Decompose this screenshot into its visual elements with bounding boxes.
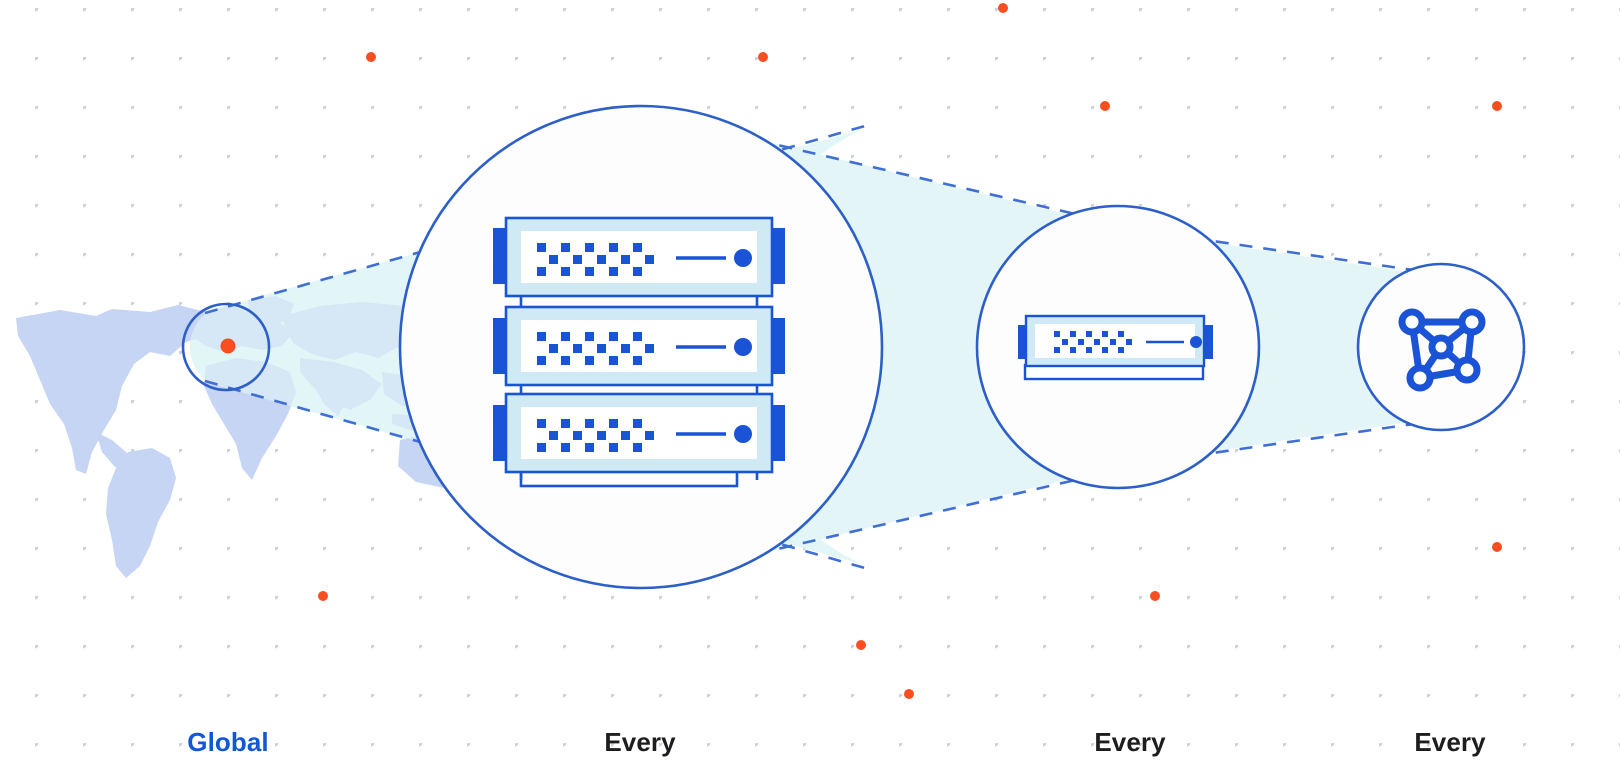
rack-unit [493, 305, 785, 387]
accent-dot-group [318, 3, 1502, 699]
stage-label-every-server: Every server [1000, 666, 1260, 782]
server-status-led [1190, 336, 1202, 348]
rack-spine-rails [519, 296, 759, 480]
rack-unit-status-led [734, 249, 752, 267]
network-node-center [1428, 334, 1454, 360]
accent-dot [1150, 591, 1160, 601]
accent-dot [758, 52, 768, 62]
network-nodes-icon [1398, 308, 1486, 392]
stage-label-every-service: Every service [1320, 666, 1580, 782]
guide-line-2-top [755, 138, 1223, 250]
data-center-circle [398, 104, 884, 590]
rack-unit [493, 216, 785, 298]
accent-dot [904, 689, 914, 699]
map-south-america [106, 448, 176, 578]
map-location-marker [220, 338, 236, 354]
network-nodes [1398, 308, 1486, 392]
stage-label-every-data-center: Every data center [505, 666, 775, 782]
rack-unit [493, 392, 785, 474]
network-node [1406, 364, 1434, 392]
service-circle [1356, 262, 1526, 432]
network-node [1458, 308, 1486, 336]
accent-dot [1100, 101, 1110, 111]
rack-unit-vent-dots [537, 332, 654, 365]
accent-dot [998, 3, 1008, 13]
accent-dot [1492, 101, 1502, 111]
accent-dot [1492, 542, 1502, 552]
server-rack-illustration [493, 216, 785, 488]
rack-unit-status-led [734, 338, 752, 356]
rack-unit-status-led [734, 425, 752, 443]
server-vent-dots [1054, 331, 1132, 353]
server-circle [975, 204, 1261, 490]
rack-unit-vent-dots [537, 419, 654, 452]
stage-label-global-network: Global network [95, 666, 361, 782]
map-north-america [16, 304, 258, 474]
accent-dot [318, 591, 328, 601]
guide-line-2-bottom [755, 444, 1223, 556]
network-node [1398, 308, 1426, 336]
stage-label-line1: Global [187, 726, 269, 757]
network-node [1453, 356, 1481, 384]
accent-dot [856, 640, 866, 650]
accent-dot [366, 52, 376, 62]
magnified-circle-outlines [181, 104, 1526, 590]
stage-label-line1: Every [1414, 726, 1486, 757]
magnifier-circle [181, 302, 271, 392]
rack-unit-vent-dots [537, 243, 654, 276]
single-server-illustration [1018, 314, 1213, 381]
stage-label-line1: Every [604, 726, 676, 757]
stage-label-line1: Every [1094, 726, 1166, 757]
